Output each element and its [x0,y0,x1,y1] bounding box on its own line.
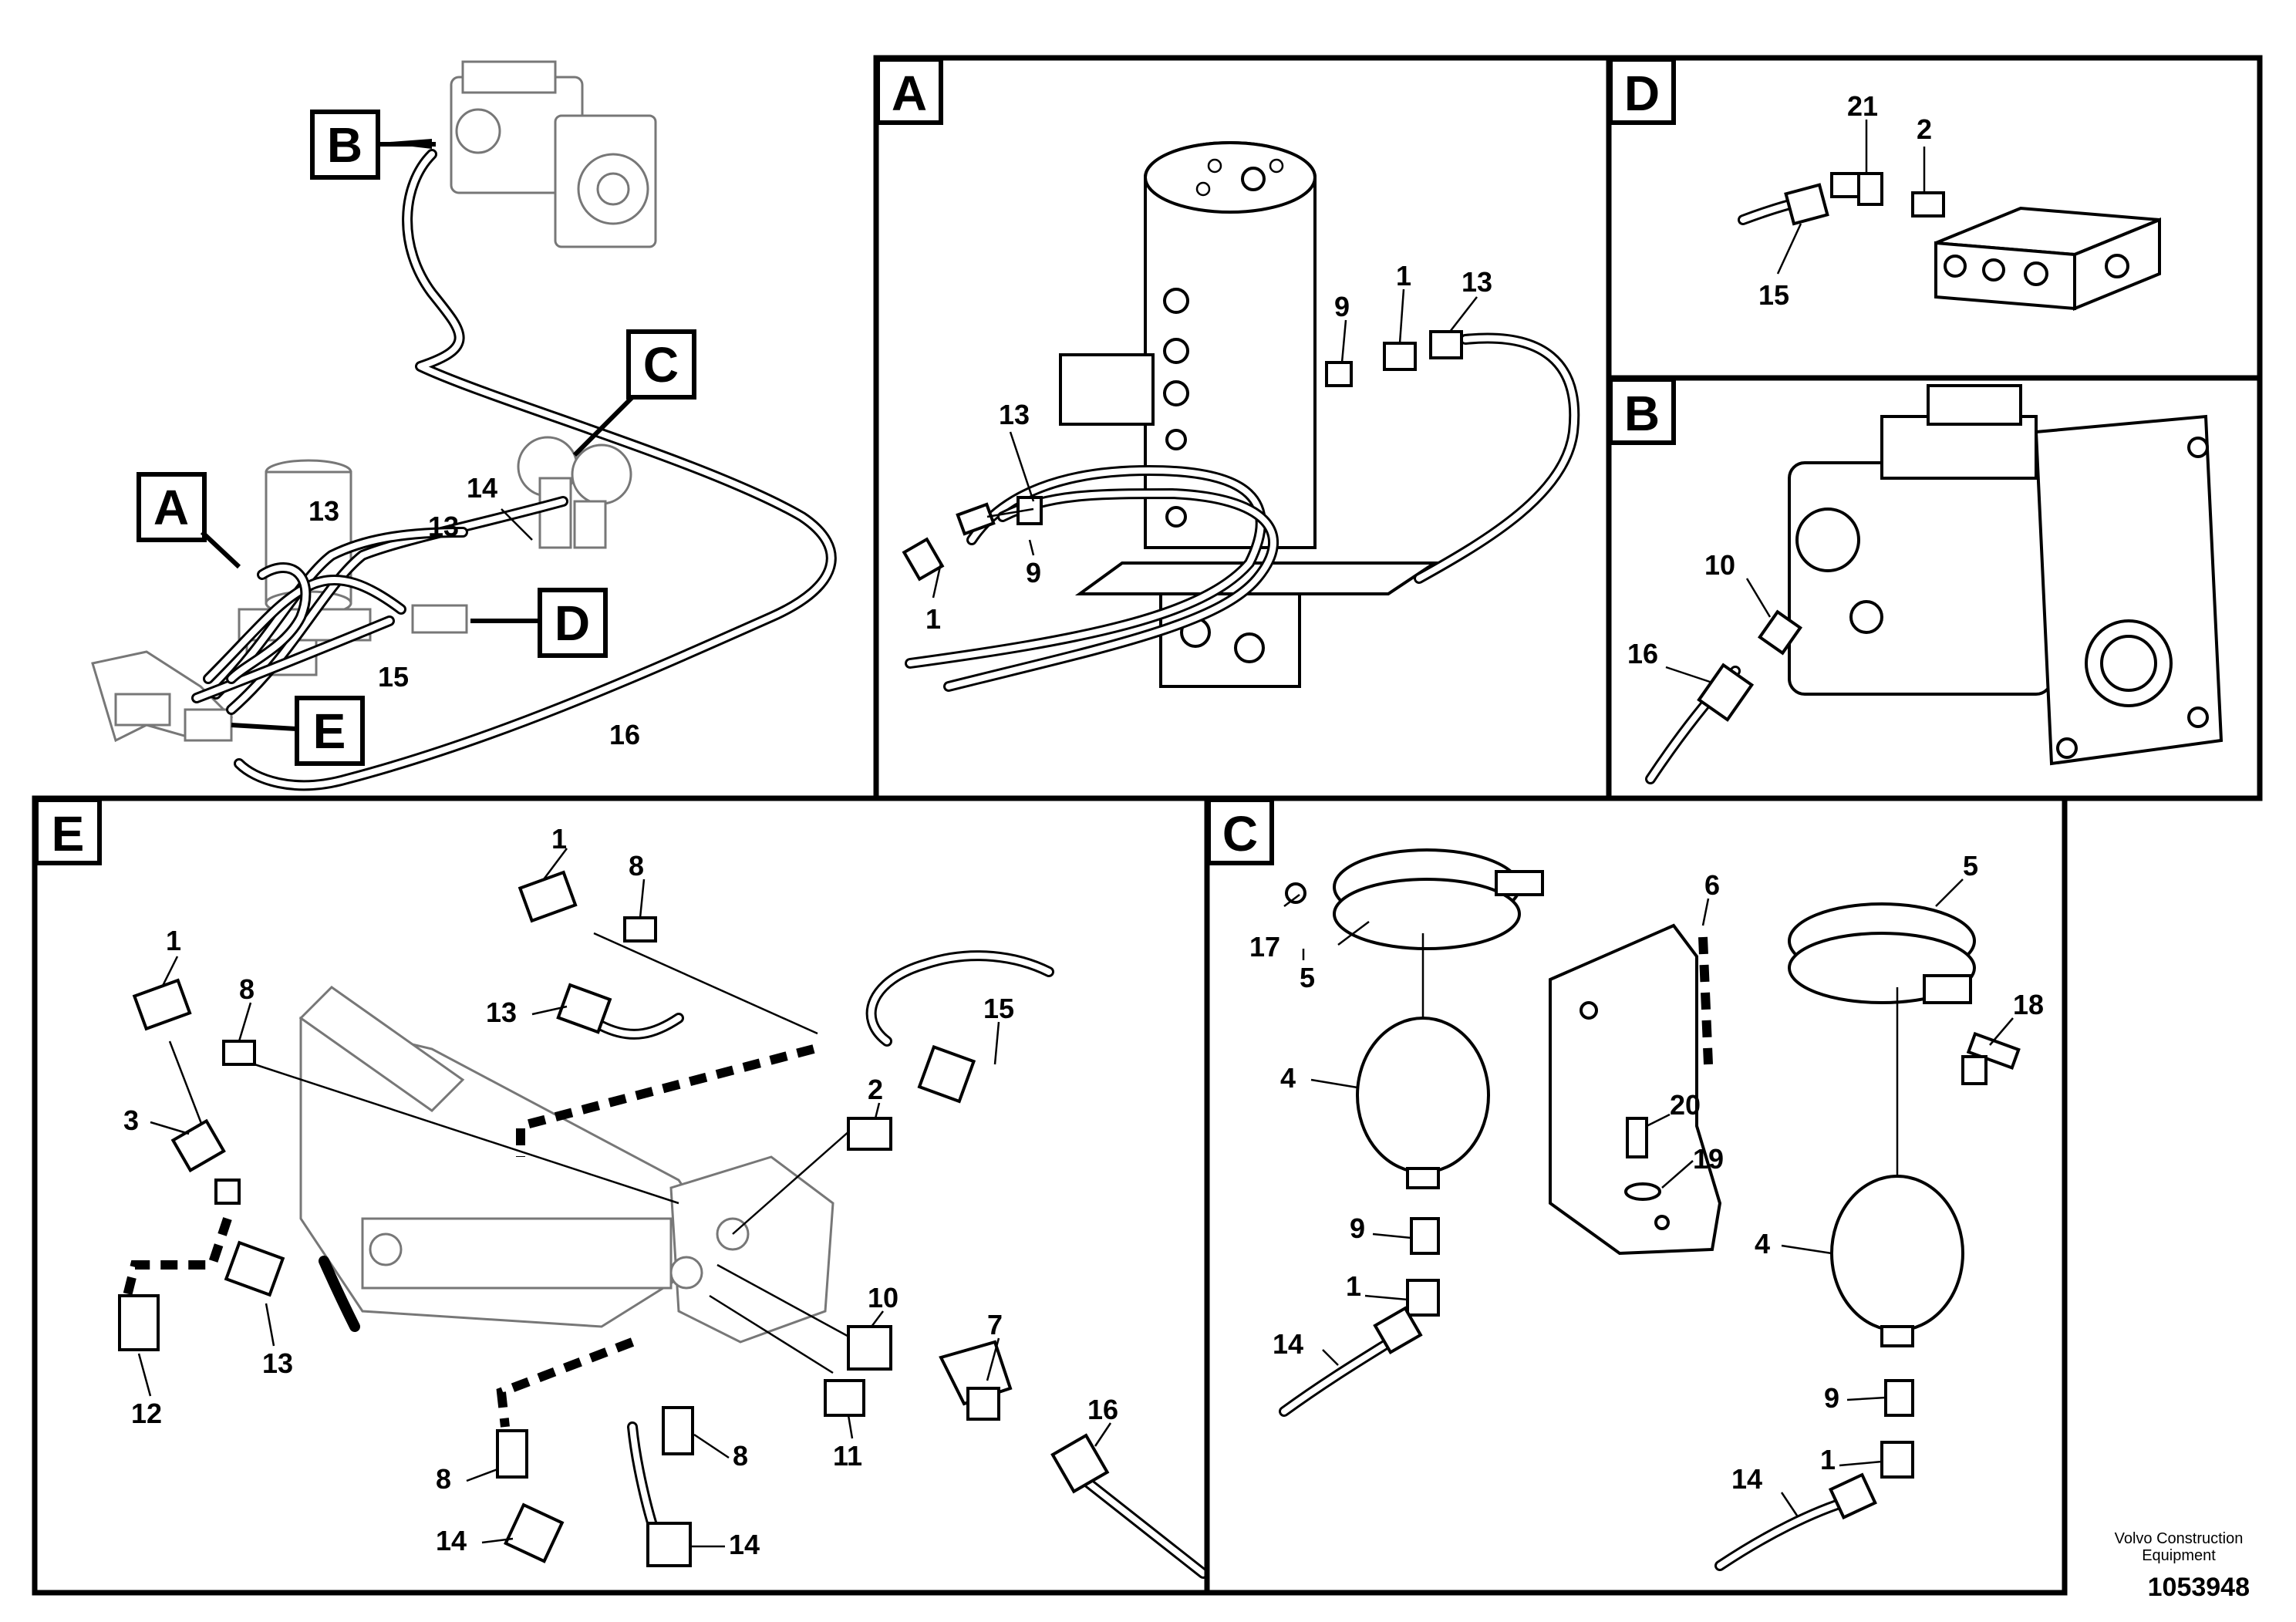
panel-C-callout-6: 6 [1704,869,1720,901]
panel-E-callout-15: 15 [983,993,1014,1024]
panel-A-callout-13a: 13 [999,399,1030,430]
overview-label-D: D [470,588,608,658]
panel-C-callout-14b: 14 [1731,1463,1762,1495]
panel-A: A [873,55,1612,801]
overview-leader [501,508,533,541]
panel-C-callout-9b: 9 [1824,1382,1839,1414]
svg-text:A: A [153,480,189,535]
panel-E-callout-10: 10 [868,1282,899,1313]
svg-text:E: E [313,703,346,759]
panel-E-callout-13a: 13 [486,996,517,1028]
panel-B-callout-16: 16 [1627,638,1658,669]
panel-C-callout-4b: 4 [1755,1228,1770,1259]
panel-E-callout-12: 12 [131,1398,162,1429]
panel-D-letter: D [1624,66,1660,121]
svg-text:C: C [643,337,679,393]
panel-D-callout-2: 2 [1917,113,1932,145]
panel-A-letter: A [892,66,927,121]
svg-text:B: B [327,117,362,173]
panel-A-callout-13b: 13 [1462,266,1492,298]
panel-C-callout-4a: 4 [1280,1062,1296,1094]
overview-valve [91,650,234,743]
overview-label-B: B [310,110,436,180]
overview-callout-13a: 13 [308,495,339,527]
panel-A-callout-9a: 9 [1026,557,1041,588]
panel-B-callout-10: 10 [1704,549,1735,581]
panel-E-valve-body [298,986,834,1344]
document-number: 1053948 [2147,1573,2250,1602]
overview-pump [450,60,657,248]
panel-C-callout-17: 17 [1249,931,1280,963]
manufacturer-label: Volvo Construction Equipment [2114,1530,2244,1564]
panel-E: E [32,795,1210,1596]
panel-D: D 21 2 15 [1606,55,2263,381]
panel-A-callout-1b: 1 [1396,260,1411,292]
panel-A-callout-9b: 9 [1334,291,1350,322]
overview-callout-15: 15 [378,661,409,693]
panel-E-callout-11: 11 [833,1440,862,1472]
panel-E-callout-14b: 14 [729,1529,760,1560]
panel-C-callout-9a: 9 [1350,1212,1365,1244]
svg-text:D: D [555,595,590,651]
panel-E-callout-8d: 8 [436,1463,451,1495]
overview-block [411,604,468,634]
panel-D-callout-21: 21 [1847,90,1878,122]
panel-C-callout-1b: 1 [1820,1444,1836,1475]
panel-E-callout-1a: 1 [551,823,567,855]
panel-B: B 10 16 [1606,375,2263,801]
overview-callout-13b: 13 [428,511,459,542]
panel-C: C [1204,795,2068,1596]
panel-C-callout-5b: 5 [1963,850,1978,882]
overview-accumulators [517,436,632,549]
panel-B-letter: B [1624,386,1660,441]
panel-C-callout-18: 18 [2013,989,2044,1020]
overview-callout-14: 14 [467,472,497,504]
panel-E-callout-13b: 13 [262,1347,293,1379]
overview-label-C: C [572,329,696,457]
panel-E-callout-14a: 14 [436,1525,467,1556]
panel-D-callout-15: 15 [1758,279,1789,311]
overview-assembly: B C A D E 13 13 14 15 16 [91,60,837,791]
panel-E-callout-7: 7 [987,1309,1003,1340]
overview-label-E: E [231,696,365,766]
overview-callout-16: 16 [609,719,640,750]
panel-E-callout-16: 16 [1087,1394,1118,1425]
overview-label-A: A [137,472,241,569]
panel-E-callout-1b: 1 [166,925,181,956]
panel-E-callout-8c: 8 [733,1440,748,1472]
panel-E-callout-2: 2 [868,1074,883,1105]
panel-C-callout-14a: 14 [1273,1328,1303,1360]
panel-C-callout-20: 20 [1670,1089,1701,1121]
panel-C-callout-19: 19 [1693,1143,1724,1175]
panel-E-letter: E [52,806,85,862]
panel-E-callout-8a: 8 [629,850,644,882]
panel-C-callout-1a: 1 [1346,1270,1361,1302]
panel-A-callout-1a: 1 [925,603,941,635]
panel-E-callout-8b: 8 [239,973,255,1005]
panel-E-callout-3: 3 [123,1104,139,1136]
panel-C-letter: C [1222,806,1258,862]
panel-C-callout-5a: 5 [1300,962,1315,993]
